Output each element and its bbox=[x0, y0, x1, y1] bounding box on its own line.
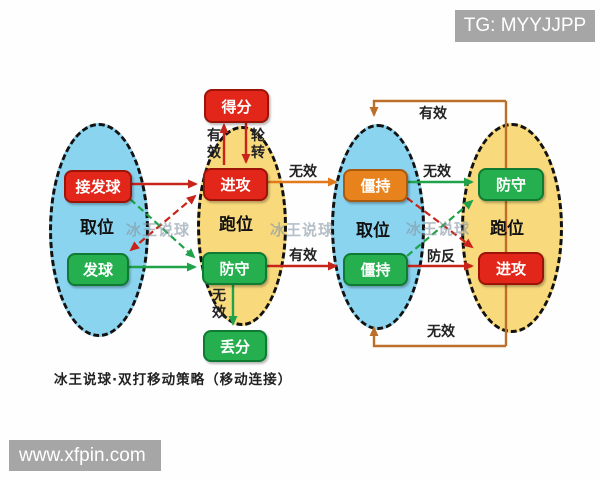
ellipse-label-running-2: 跑位 bbox=[219, 215, 253, 235]
watermark-text: 冰王说球 bbox=[406, 220, 471, 238]
running-ellipse-4 bbox=[461, 123, 563, 333]
node-receive-serve: 接发球 bbox=[64, 170, 132, 203]
dashed-arrow-stalemate-attack bbox=[406, 197, 474, 249]
watermark-text: 冰王说球 bbox=[126, 221, 191, 239]
node-serve: 发球 bbox=[67, 253, 129, 286]
node-stalemate-lower: 僵持 bbox=[343, 253, 408, 286]
edge-label-rotation: 轮转 bbox=[251, 128, 265, 161]
node-stalemate-upper: 僵持 bbox=[343, 169, 408, 202]
dashed-arrow-receive-defend bbox=[129, 198, 196, 259]
edge-label-effective-vertical: 有效 bbox=[207, 128, 221, 161]
ellipse-label-positioning-1: 取位 bbox=[80, 218, 114, 238]
edge-label-effective-loop: 有效 bbox=[419, 106, 447, 122]
dashed-arrow-serve-attack bbox=[129, 194, 197, 252]
edge-label-effective-mid: 有效 bbox=[289, 248, 317, 264]
site-badge: www.xfpin.com bbox=[9, 440, 161, 471]
edge-label-ineffective-loop: 无效 bbox=[427, 324, 455, 340]
edge-label-counter-attack: 防反 bbox=[427, 249, 455, 265]
edge-label-ineffective-mid: 无效 bbox=[289, 164, 317, 180]
tg-badge: TG: MYYJJPP bbox=[455, 10, 595, 42]
loop-effective-arrow bbox=[369, 99, 506, 117]
node-attack-right: 进攻 bbox=[478, 252, 544, 285]
ellipse-label-positioning-3: 取位 bbox=[356, 221, 390, 241]
node-defend-mid: 防守 bbox=[202, 252, 267, 285]
node-score: 得分 bbox=[204, 89, 269, 123]
edge-label-ineffective-right: 无效 bbox=[423, 164, 451, 180]
diagram-caption: 冰王说球·双打移动策略（移动连接） bbox=[54, 372, 293, 388]
edge-label-ineffective-vertical: 无效 bbox=[212, 288, 226, 321]
node-attack-mid: 进攻 bbox=[203, 168, 268, 201]
node-defend-right: 防守 bbox=[478, 168, 544, 201]
dashed-arrow-stalemate-defend bbox=[406, 199, 474, 257]
ellipse-label-running-4: 跑位 bbox=[490, 219, 524, 239]
node-lose-point: 丢分 bbox=[203, 330, 267, 362]
watermark-text: 冰王说球 bbox=[270, 221, 335, 239]
loop-ineffective-arrow bbox=[369, 326, 506, 348]
